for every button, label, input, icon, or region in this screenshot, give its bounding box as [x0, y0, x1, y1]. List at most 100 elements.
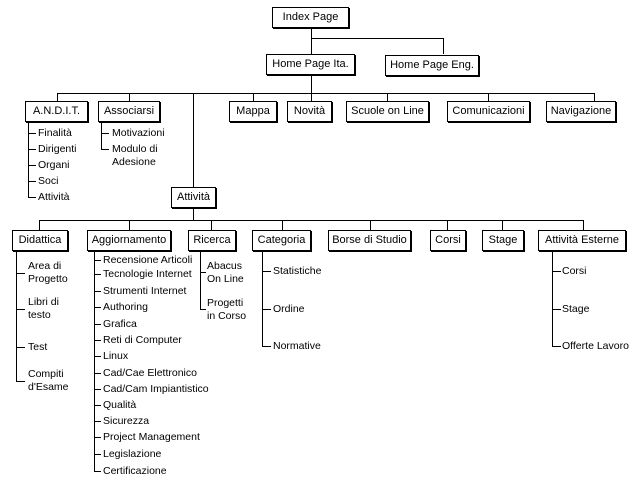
leaf-offerte-lavoro[interactable]: Offerte Lavoro	[562, 340, 629, 352]
connector	[502, 220, 503, 230]
leaf-soci[interactable]: Soci	[38, 175, 59, 187]
connector	[552, 309, 561, 310]
node-categoria[interactable]: Categoria	[252, 230, 311, 251]
leaf-project-management[interactable]: Project Management	[103, 431, 200, 443]
leaf-reti-di-computer[interactable]: Reti di Computer	[103, 334, 182, 346]
leaf-normative[interactable]: Normative	[273, 340, 321, 352]
connector	[447, 220, 448, 230]
connector	[16, 273, 25, 274]
connector	[488, 93, 489, 101]
leaf-authoring[interactable]: Authoring	[103, 301, 148, 313]
connector	[94, 250, 95, 472]
node-attivita[interactable]: Attività	[171, 187, 216, 208]
connector	[200, 309, 206, 310]
node-label: Home Page Ita.	[272, 58, 349, 70]
node-attivita-esterne[interactable]: Attività Esterne	[538, 230, 626, 251]
leaf-strumenti-internet[interactable]: Strumenti Internet	[103, 285, 187, 297]
node-andit[interactable]: A.N.D.I.T.	[25, 101, 88, 122]
node-didattica[interactable]: Didattica	[12, 230, 68, 251]
node-label: Didattica	[18, 234, 62, 246]
connector	[311, 38, 312, 54]
node-label: Novità	[293, 105, 326, 117]
node-novita[interactable]: Novità	[287, 101, 332, 122]
leaf-area-di-progetto[interactable]: Area di Progetto	[28, 260, 68, 285]
leaf-esterne-stage[interactable]: Stage	[562, 303, 590, 315]
node-ricerca[interactable]: Ricerca	[188, 230, 236, 251]
connector	[311, 38, 443, 39]
connector	[552, 250, 553, 347]
leaf-compiti-desame[interactable]: Compiti d'Esame	[28, 368, 69, 393]
leaf-linux[interactable]: Linux	[103, 350, 129, 362]
leaf-libri-di-testo[interactable]: Libri di testo	[28, 296, 59, 321]
connector	[200, 250, 201, 310]
connector	[311, 26, 312, 38]
connector	[28, 197, 36, 198]
node-label: Mappa	[236, 105, 270, 117]
leaf-organi[interactable]: Organi	[38, 159, 70, 171]
node-associarsi[interactable]: Associarsi	[98, 101, 160, 122]
connector	[94, 454, 101, 455]
node-label: Index Page	[282, 11, 339, 23]
leaf-motivazioni[interactable]: Motivazioni	[112, 127, 165, 139]
node-comunicazioni[interactable]: Comunicazioni	[447, 101, 530, 122]
leaf-ordine[interactable]: Ordine	[273, 303, 305, 315]
node-index-page[interactable]: Index Page	[272, 7, 349, 28]
node-scuole-on-line[interactable]: Scuole on Line	[346, 101, 429, 122]
leaf-qualita[interactable]: Qualità	[103, 399, 137, 411]
node-home-page-ita[interactable]: Home Page Ita.	[266, 54, 355, 75]
connector	[200, 272, 206, 273]
leaf-progetti-in-corso[interactable]: Progetti in Corso	[207, 297, 247, 322]
leaf-finalita[interactable]: Finalità	[38, 127, 72, 139]
node-label: Borse di Studio	[332, 234, 407, 246]
leaf-certificazione[interactable]: Certificazione	[103, 465, 167, 477]
connector	[193, 93, 194, 187]
node-label: Associarsi	[103, 105, 155, 117]
connector	[94, 274, 101, 275]
leaf-sicurezza[interactable]: Sicurezza	[103, 415, 150, 427]
node-label: Aggiornamento	[91, 234, 167, 246]
leaf-modulo-di-adesione[interactable]: Modulo di Adesione	[112, 143, 158, 168]
leaf-tecnologie-internet[interactable]: Tecnologie Internet	[103, 268, 192, 280]
connector	[16, 381, 25, 382]
node-corsi[interactable]: Corsi	[430, 230, 466, 251]
node-navigazione[interactable]: Navigazione	[546, 101, 616, 122]
leaf-recensione-articoli[interactable]: Recensione Articoli	[103, 254, 193, 266]
leaf-dirigenti[interactable]: Dirigenti	[38, 143, 77, 155]
node-label: Scuole on Line	[351, 105, 424, 117]
connector	[94, 421, 101, 422]
node-home-page-eng[interactable]: Home Page Eng.	[385, 55, 479, 76]
leaf-cad-cam-impiantistico[interactable]: Cad/Cam Impiantistico	[103, 383, 209, 395]
leaf-legislazione[interactable]: Legislazione	[103, 448, 162, 460]
connector	[57, 93, 594, 94]
connector	[16, 250, 17, 382]
connector	[39, 220, 583, 221]
node-label: Attività Esterne	[545, 234, 619, 246]
connector	[28, 149, 36, 150]
connector	[94, 260, 101, 261]
connector	[94, 324, 101, 325]
node-mappa[interactable]: Mappa	[229, 101, 277, 122]
node-label: Comunicazioni	[452, 105, 525, 117]
leaf-attivita[interactable]: Attività	[38, 191, 70, 203]
connector	[311, 93, 312, 101]
connector	[94, 471, 101, 472]
leaf-statistiche[interactable]: Statistiche	[273, 265, 322, 277]
node-label: Navigazione	[550, 105, 612, 117]
connector	[16, 347, 25, 348]
connector	[101, 120, 102, 149]
connector	[94, 405, 101, 406]
connector	[594, 93, 595, 101]
connector	[253, 93, 254, 101]
connector	[262, 250, 263, 347]
connector	[28, 181, 36, 182]
leaf-esterne-corsi[interactable]: Corsi	[562, 265, 587, 277]
leaf-test[interactable]: Test	[28, 341, 48, 353]
node-stage[interactable]: Stage	[482, 230, 524, 251]
leaf-abacus-on-line[interactable]: Abacus On Line	[207, 260, 244, 285]
node-aggiornamento[interactable]: Aggiornamento	[87, 230, 171, 251]
node-label: Corsi	[435, 234, 461, 246]
leaf-cad-cae-elettronico[interactable]: Cad/Cae Elettronico	[103, 367, 197, 379]
node-borse-di-studio[interactable]: Borse di Studio	[328, 230, 411, 251]
leaf-grafica[interactable]: Grafica	[103, 318, 137, 330]
